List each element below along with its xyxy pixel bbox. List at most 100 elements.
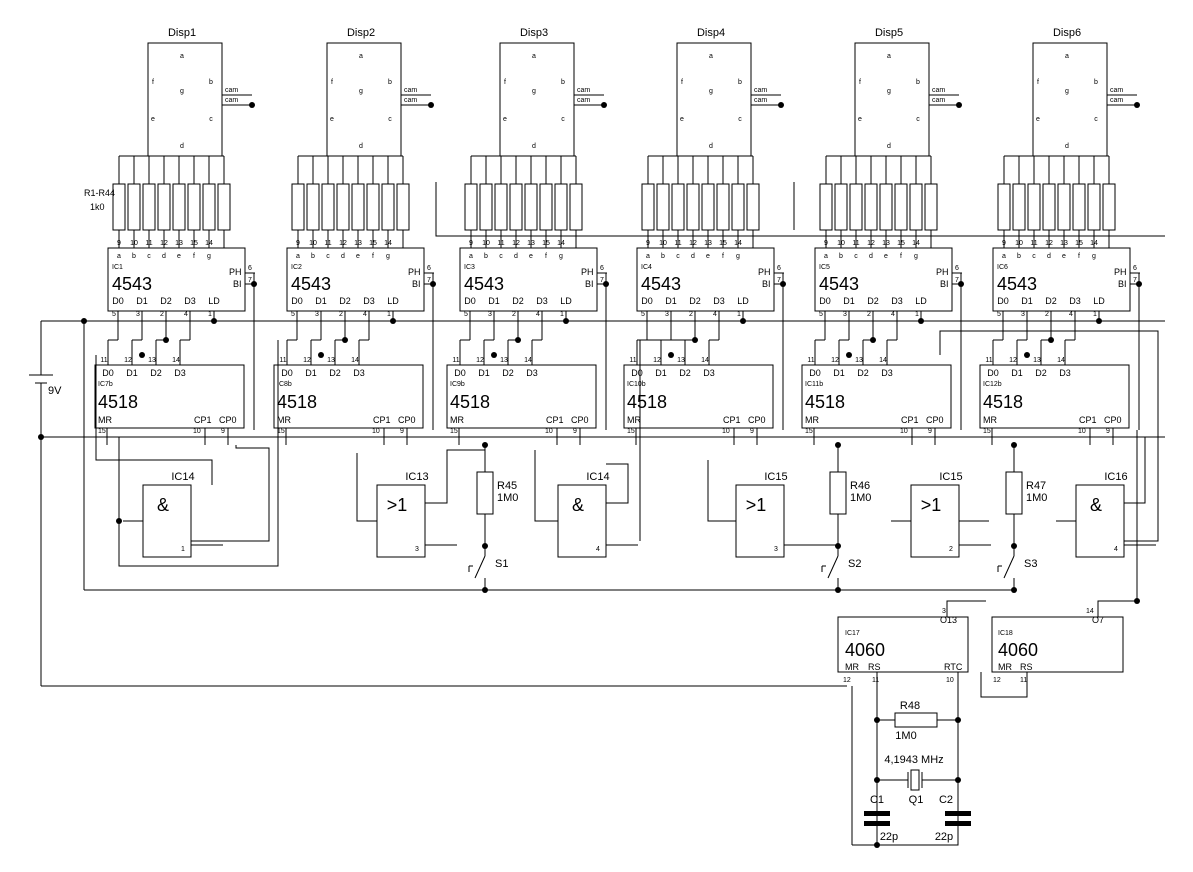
pullup-resistor [1005, 471, 1023, 515]
junction-dot [955, 717, 961, 723]
switch-lever [1003, 555, 1015, 579]
ic-ref: IC1 [112, 264, 123, 271]
pullup-value: 1M0 [1026, 492, 1047, 504]
decoder-ic [459, 247, 598, 312]
pin-number: 4 [1069, 311, 1073, 318]
gate-symbol: & [1090, 495, 1102, 515]
pin-number: 13 [855, 357, 863, 364]
pin-number: 9 [296, 240, 300, 247]
pin-label: D3 [363, 296, 375, 306]
pin-letter: b [1017, 253, 1021, 260]
pin-label: PH [1114, 267, 1127, 277]
pin-letter: g [914, 253, 918, 260]
pin-label: D3 [1069, 296, 1081, 306]
pin-number: 12 [653, 357, 661, 364]
pin-label: BI [412, 279, 421, 289]
wire [95, 355, 213, 485]
resistor [1057, 183, 1071, 231]
pin-number: 15 [627, 428, 635, 435]
pin-letter: c [1032, 253, 1036, 260]
display-label: Disp2 [347, 27, 375, 39]
wire [425, 449, 485, 504]
pin-number: 11 [629, 357, 636, 364]
junction-dot [428, 102, 434, 108]
pin-label: D0 [454, 368, 466, 378]
segment-letter-d: d [887, 143, 891, 150]
cam-label: cam [932, 97, 945, 104]
ic-ref: IC12b [983, 381, 1002, 388]
pin-number: 6 [248, 265, 252, 272]
pin-number: 3 [488, 311, 492, 318]
ic-ref: IC6 [997, 264, 1008, 271]
pin-number: 14 [351, 357, 359, 364]
segment-letter-a: a [359, 53, 363, 60]
resistor [746, 183, 760, 231]
pin-letter: a [646, 253, 650, 260]
pin-number: 10 [900, 428, 908, 435]
segment-letter-f: f [681, 79, 683, 86]
ic17-out-wire [946, 600, 986, 617]
pin-letter: e [356, 253, 360, 260]
logic-gate-or [376, 484, 426, 558]
pin-number: 5 [819, 311, 823, 318]
junction-dot [692, 337, 698, 343]
pin-letter: e [884, 253, 888, 260]
pin-label: D2 [502, 368, 514, 378]
pin-label: D3 [536, 296, 548, 306]
pin-number: 14 [205, 240, 213, 247]
pin-label: BI [233, 279, 242, 289]
pin-letter: b [484, 253, 488, 260]
pin-label: D2 [689, 296, 701, 306]
segment-letter-a: a [1065, 53, 1069, 60]
pin-label: CP0 [398, 415, 416, 425]
pin-number: 13 [1060, 240, 1068, 247]
gate-ref: IC13 [405, 471, 428, 483]
pin-label: CP1 [901, 415, 919, 425]
pin-number: 7 [248, 277, 252, 284]
resistor [494, 183, 508, 231]
resistor [569, 183, 583, 231]
segment-letter-a: a [887, 53, 891, 60]
pin-number: 1 [1093, 311, 1097, 318]
ic-part-number: 4543 [641, 274, 681, 294]
cam-label: cam [754, 87, 767, 94]
pin-label: D1 [488, 296, 500, 306]
pin-label: D2 [1045, 296, 1057, 306]
pin-number: 4 [184, 311, 188, 318]
segment-letter-e: e [858, 116, 862, 123]
pin-label: O13 [940, 615, 957, 625]
junction-dot [874, 777, 880, 783]
c1-value: 22p [880, 831, 898, 843]
pin-label: D2 [160, 296, 172, 306]
gate-symbol: >1 [387, 495, 408, 515]
pin-label: D3 [353, 368, 365, 378]
pin-number: 7 [955, 277, 959, 284]
segment-letter-c: c [916, 116, 920, 123]
pin-number: 9 [824, 240, 828, 247]
cam-label: cam [577, 97, 590, 104]
display-body [147, 42, 223, 157]
pin-number: 6 [600, 265, 604, 272]
resistor [464, 183, 478, 231]
resistor [849, 183, 863, 231]
gate-pin: 2 [949, 546, 953, 553]
pin-letter: e [529, 253, 533, 260]
gate-pin: 4 [596, 546, 600, 553]
switch-lever [827, 555, 839, 579]
decoder-ic [107, 247, 246, 312]
junction-dot [1011, 442, 1017, 448]
pin-number: 9 [646, 240, 650, 247]
segment-letter-c: c [209, 116, 213, 123]
pin-number: 10 [1015, 240, 1023, 247]
cam-label: cam [577, 87, 590, 94]
junction-dot [249, 102, 255, 108]
pin-label: MR [627, 415, 641, 425]
pin-number: 3 [315, 311, 319, 318]
junction-dot [846, 352, 852, 358]
pin-number: 3 [136, 311, 140, 318]
segment-letter-b: b [209, 79, 213, 86]
ic-part-number: 4543 [819, 274, 859, 294]
resistor [217, 183, 231, 231]
pin-number: 6 [427, 265, 431, 272]
resistor [336, 183, 350, 231]
